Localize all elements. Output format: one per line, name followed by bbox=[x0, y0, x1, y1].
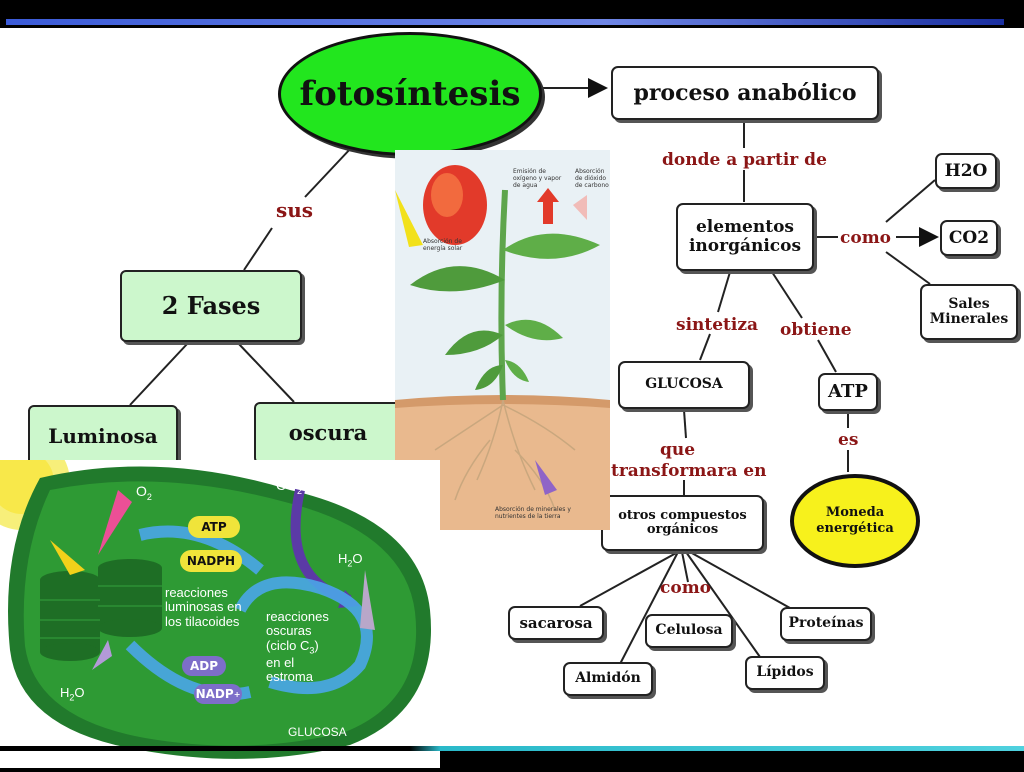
node-proteinas-label: Proteínas bbox=[788, 615, 864, 632]
chloro-h2o-bottom-sub: 2 bbox=[69, 692, 75, 703]
plant-label-minerals: Absorción de minerales y nutrientes de l… bbox=[495, 506, 571, 521]
title-ellipse-fotosintesis: fotosíntesis bbox=[278, 32, 542, 156]
node-proceso-label: proceso anabólico bbox=[633, 79, 857, 106]
top-accent-bar bbox=[6, 19, 1004, 25]
label-como-top: como bbox=[840, 228, 892, 248]
chloro-h2o-top-sub: 2 bbox=[347, 558, 353, 569]
node-atp-label: ATP bbox=[828, 381, 868, 403]
label-sus: sus bbox=[276, 198, 314, 222]
label-donde-a-partir-de: donde a partir de bbox=[662, 150, 827, 170]
chloro-oscuras-line3: en el estroma bbox=[266, 655, 313, 685]
node-luminosa-label: Luminosa bbox=[48, 424, 158, 448]
label-obtiene: obtiene bbox=[780, 320, 852, 340]
label-que: que bbox=[660, 440, 696, 460]
node-otros-label: otros compuestos orgánicos bbox=[618, 507, 747, 537]
chloroplast-illustration: ATP NADPH ADP NADP+ reacciones luminosas… bbox=[0, 434, 440, 768]
chloro-h2o-top-o: O bbox=[352, 551, 363, 566]
label-es: es bbox=[838, 430, 859, 450]
chloroplast-drawing bbox=[0, 434, 431, 759]
node-proteinas: Proteínas bbox=[780, 607, 872, 641]
node-h2o-label: H2O bbox=[944, 160, 988, 181]
node-sacarosa-label: sacarosa bbox=[519, 613, 593, 632]
chloro-co2-text: CO bbox=[276, 477, 297, 493]
plant-label-oxygen: Emisión de oxígeno y vapor de agua bbox=[513, 168, 562, 190]
node-celulosa-label: Celulosa bbox=[655, 622, 723, 639]
label-como-bottom: como bbox=[660, 578, 712, 598]
node-elementos-inorganicos: elementos inorgánicos bbox=[676, 203, 814, 271]
node-oscura-label: oscura bbox=[288, 420, 368, 446]
chloro-o2-text: O bbox=[136, 483, 147, 499]
chloro-nadp-text: NADP bbox=[195, 687, 234, 701]
node-otros-compuestos-organicos: otros compuestos orgánicos bbox=[601, 495, 764, 551]
plant-label-co2: Absorción de dióxido de carbono bbox=[575, 168, 609, 190]
node-sales-minerales: Sales Minerales bbox=[920, 284, 1018, 340]
node-fase-oscura: oscura bbox=[254, 402, 402, 464]
chloro-atp-badge: ATP bbox=[188, 516, 240, 538]
node-almidon-label: Almidón bbox=[575, 670, 641, 687]
node-moneda-energetica: Moneda energética bbox=[790, 474, 920, 568]
node-co2: CO2 bbox=[940, 220, 998, 256]
chloro-h2o-top-h: H bbox=[338, 551, 348, 566]
node-fase-luminosa: Luminosa bbox=[28, 405, 178, 467]
chloro-h2o-top-label: H2O bbox=[338, 551, 363, 569]
node-lipidos: Lípidos bbox=[745, 656, 825, 690]
title-text: fotosíntesis bbox=[299, 74, 521, 114]
chloro-luminosas-text: reacciones luminosas en los tilacoides bbox=[165, 585, 242, 629]
node-co2-label: CO2 bbox=[948, 227, 990, 248]
chloro-oscuras-line2: (ciclo C3) bbox=[266, 637, 366, 656]
bottom-accent-bar bbox=[0, 746, 1024, 751]
chloro-nadp-sup: + bbox=[233, 689, 241, 699]
node-atp: ATP bbox=[818, 373, 878, 411]
chloro-o2-sub: 2 bbox=[146, 491, 152, 502]
chloro-ciclo-text: (ciclo C bbox=[266, 637, 310, 653]
node-celulosa: Celulosa bbox=[645, 614, 733, 648]
chloro-nadp-badge: NADP+ bbox=[194, 684, 242, 704]
chloro-co2-sub: 2 bbox=[297, 485, 303, 496]
chloro-adp-badge: ADP bbox=[182, 656, 226, 676]
label-sintetiza: sintetiza bbox=[676, 315, 759, 335]
plant-label-sun: Absorción de energía solar bbox=[423, 238, 463, 253]
node-sacarosa: sacarosa bbox=[508, 606, 604, 640]
chloro-h2o-bottom-o: O bbox=[74, 685, 85, 700]
label-transformara-en: transformara en bbox=[611, 461, 767, 481]
node-sales-label: Sales Minerales bbox=[929, 295, 1009, 327]
node-2-fases: 2 Fases bbox=[120, 270, 302, 342]
chloro-ciclo-close: ) bbox=[314, 637, 319, 653]
node-2-fases-label: 2 Fases bbox=[161, 290, 261, 320]
node-glucosa-label: GLUCOSA bbox=[645, 376, 723, 393]
chloro-oscuras-text: reacciones oscuras (ciclo C3) en el estr… bbox=[266, 609, 366, 685]
chloro-h2o-bottom-label: H2O bbox=[60, 685, 85, 703]
chloro-nadph-badge: NADPH bbox=[180, 550, 242, 572]
node-proceso-anabolico: proceso anabólico bbox=[611, 66, 879, 120]
node-elementos-label: elementos inorgánicos bbox=[688, 217, 802, 256]
chloro-oscuras-line1: reacciones oscuras bbox=[266, 609, 329, 639]
node-lipidos-label: Lípidos bbox=[756, 664, 814, 681]
node-almidon: Almidón bbox=[563, 662, 653, 696]
chloro-o2-label: O2 bbox=[136, 483, 152, 503]
node-glucosa: GLUCOSA bbox=[618, 361, 750, 409]
chloro-glucosa-label: GLUCOSA bbox=[288, 725, 347, 739]
chloro-h2o-bottom-h: H bbox=[60, 685, 70, 700]
node-h2o: H2O bbox=[935, 153, 997, 189]
chloro-co2-label: CO2 bbox=[276, 477, 303, 497]
node-moneda-label: Moneda energética bbox=[816, 505, 894, 536]
chloro-ciclo-sub: 3 bbox=[309, 645, 315, 656]
